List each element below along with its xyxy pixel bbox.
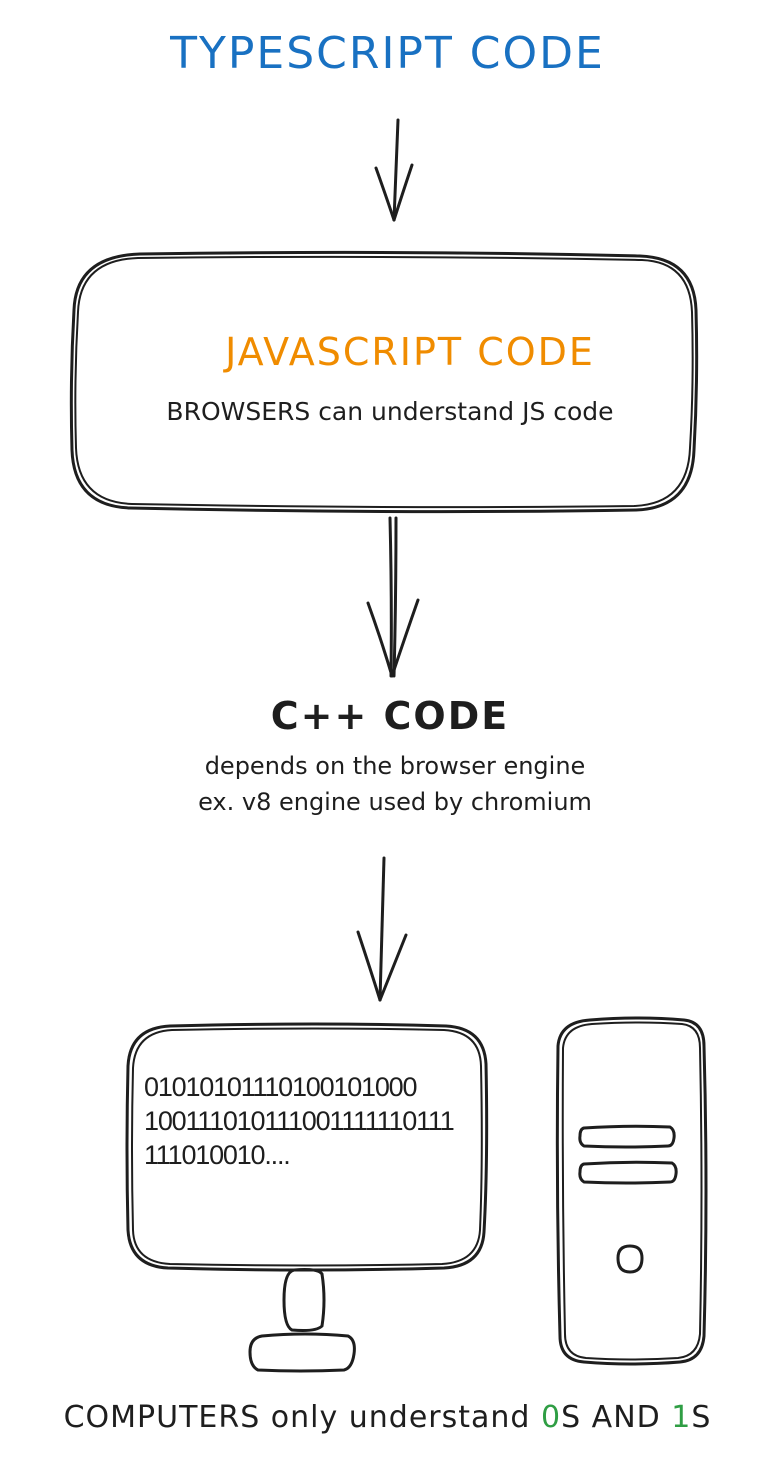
binary-line: 111010010.... bbox=[144, 1140, 291, 1170]
binary-line: 100111010111001111110111 bbox=[144, 1106, 455, 1136]
cpp-engine-note: depends on the browser engine bbox=[204, 752, 586, 780]
arrow-ts-to-js bbox=[374, 118, 414, 222]
javascript-box bbox=[69, 250, 699, 514]
caption-middle: S AND bbox=[561, 1400, 672, 1435]
monitor-icon bbox=[125, 1022, 489, 1373]
caption-prefix: COMPUTERS only understand bbox=[63, 1400, 541, 1435]
binary-line: 01010101110100101000 bbox=[144, 1072, 418, 1102]
caption-suffix: S bbox=[691, 1400, 712, 1435]
monitor-binary-text: 01010101110100101000 1001110101110011111… bbox=[144, 1070, 455, 1172]
cpp-code-title: C++ CODE bbox=[270, 694, 510, 738]
typescript-code-title: TYPESCRIPT CODE bbox=[170, 28, 605, 79]
arrow-js-to-cpp bbox=[366, 516, 420, 678]
bottom-caption: COMPUTERS only understand 0S AND 1S bbox=[0, 1400, 775, 1435]
arrow-cpp-to-computer bbox=[356, 856, 408, 1002]
caption-one: 1 bbox=[671, 1400, 692, 1435]
cpp-engine-example: ex. v8 engine used by chromium bbox=[198, 788, 592, 816]
caption-zero: 0 bbox=[541, 1400, 562, 1435]
computer-tower-icon bbox=[555, 1016, 708, 1366]
javascript-code-subtitle: BROWSERS can understand JS code bbox=[166, 397, 614, 426]
javascript-code-title: JAVASCRIPT CODE bbox=[225, 330, 595, 374]
